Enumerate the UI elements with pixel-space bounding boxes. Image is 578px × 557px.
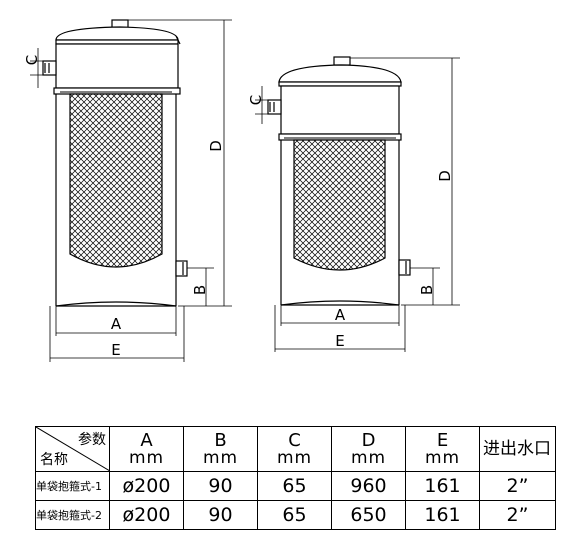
left-dim-d: D bbox=[207, 140, 225, 152]
right-dim-a: A bbox=[335, 306, 346, 324]
right-dim-e: E bbox=[335, 332, 344, 350]
corner-diagonal bbox=[36, 427, 109, 471]
table-row: 单袋抱箍式-2 ø200 90 65 650 161 2” bbox=[35, 500, 556, 530]
header-d-unit: mm bbox=[350, 447, 387, 468]
left-filter-bag bbox=[69, 93, 163, 268]
corner-top-label: 参数 bbox=[78, 432, 106, 448]
left-housing bbox=[42, 19, 188, 307]
header-e-key: E bbox=[436, 429, 449, 451]
cell-b: 90 bbox=[183, 500, 258, 530]
cell-c: 65 bbox=[257, 500, 332, 530]
row-name: 单袋抱箍式-2 bbox=[35, 500, 110, 530]
cell-port: 2” bbox=[479, 500, 556, 530]
header-b-unit: mm bbox=[202, 447, 239, 468]
header-a-key: A bbox=[140, 429, 153, 451]
right-dim-c: C bbox=[247, 95, 265, 105]
header-d-key: D bbox=[361, 429, 376, 451]
right-dimension-lines bbox=[255, 57, 460, 352]
right-dim-d: D bbox=[436, 170, 454, 182]
header-a-unit: mm bbox=[128, 447, 165, 468]
left-dim-c: C bbox=[23, 55, 41, 65]
header-b-key: B bbox=[214, 429, 227, 451]
right-filter-bag bbox=[293, 139, 386, 271]
cell-d: 650 bbox=[331, 500, 406, 530]
header-c-unit: mm bbox=[276, 447, 313, 468]
cell-b: 90 bbox=[183, 471, 258, 501]
cell-e: 161 bbox=[405, 500, 480, 530]
left-dimension-lines bbox=[30, 19, 232, 362]
cell-c: 65 bbox=[257, 471, 332, 501]
table-row: 单袋抱箍式-1 ø200 90 65 960 161 2” bbox=[35, 471, 556, 501]
header-e-unit: mm bbox=[424, 447, 461, 468]
left-dim-e: E bbox=[111, 341, 120, 359]
cell-a: ø200 bbox=[109, 471, 184, 501]
row-name: 单袋抱箍式-1 bbox=[35, 471, 110, 501]
filter-housing-drawing: C D B A E bbox=[23, 19, 460, 362]
cell-e: 161 bbox=[405, 471, 480, 501]
corner-cell: 参数 名称 bbox=[35, 426, 110, 472]
header-inout-port: 进出水口 bbox=[479, 426, 556, 472]
right-dim-b: B bbox=[418, 285, 436, 295]
cell-a: ø200 bbox=[109, 500, 184, 530]
left-dim-a: A bbox=[111, 315, 122, 333]
cell-port: 2” bbox=[479, 471, 556, 501]
header-c-key: C bbox=[288, 429, 301, 451]
cell-d: 960 bbox=[331, 471, 406, 501]
right-housing bbox=[267, 56, 411, 306]
left-dim-b: B bbox=[191, 285, 209, 295]
corner-bottom-label: 名称 bbox=[40, 452, 68, 468]
